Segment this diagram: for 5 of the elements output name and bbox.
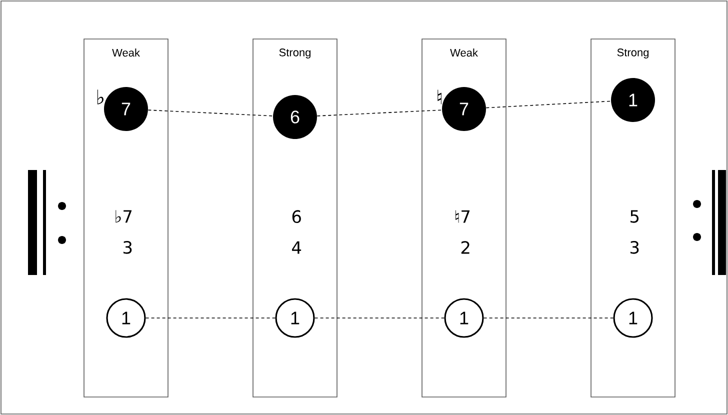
dashed-connector (148, 110, 274, 116)
dashed-connector (486, 100, 612, 108)
accidental-sign: ♮ (438, 90, 442, 104)
dashed-connector (316, 110, 442, 116)
accidental-sign: ♭ (97, 90, 104, 104)
